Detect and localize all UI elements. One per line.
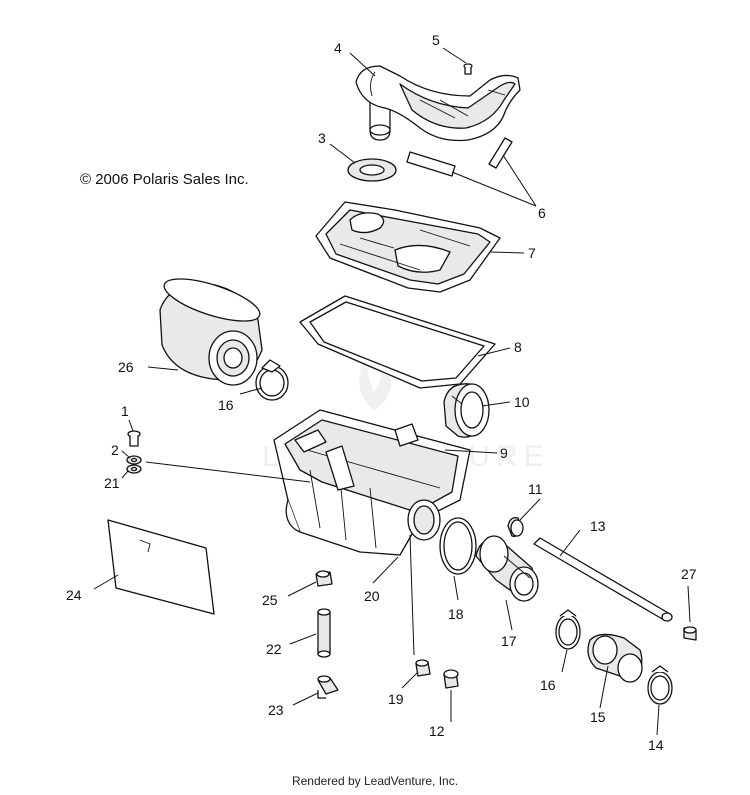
- part-outlet-boot[interactable]: [475, 535, 539, 602]
- part-airbox-cover[interactable]: [315, 201, 501, 293]
- callout-15: 15: [590, 709, 606, 725]
- callout-16-upper: 16: [218, 397, 234, 413]
- part-seal-ring[interactable]: [347, 158, 397, 182]
- part-heat-shield[interactable]: [107, 519, 215, 615]
- part-boot[interactable]: [587, 633, 643, 683]
- part-washer-2[interactable]: [126, 455, 142, 465]
- part-intake-duct[interactable]: [355, 65, 521, 142]
- footer-credit: Rendered by LeadVenture, Inc.: [291, 774, 459, 788]
- part-foam-strips[interactable]: [406, 137, 513, 177]
- callout-22: 22: [266, 641, 282, 657]
- part-grommet-11[interactable]: [507, 517, 524, 538]
- callout-labels: 4 5 3 6 7 8 10 9 11 13 27 26 16 1 2 21 2…: [66, 32, 697, 753]
- callout-13: 13: [590, 518, 606, 534]
- callout-4: 4: [334, 40, 342, 56]
- callout-20: 20: [364, 588, 380, 604]
- part-screw-5[interactable]: [463, 63, 473, 75]
- part-bushing[interactable]: [443, 669, 459, 689]
- part-clip[interactable]: [315, 570, 333, 587]
- part-cap[interactable]: [683, 626, 697, 641]
- copyright-notice: © 2006 Polaris Sales Inc.: [80, 171, 249, 188]
- callout-18: 18: [448, 606, 464, 622]
- part-drain-hose[interactable]: [317, 608, 331, 658]
- part-o-ring[interactable]: [439, 517, 477, 575]
- callout-9: 9: [500, 445, 508, 461]
- callout-3: 3: [318, 130, 326, 146]
- callout-14: 14: [648, 737, 664, 753]
- callout-2: 2: [111, 442, 119, 458]
- callout-12: 12: [429, 723, 445, 739]
- callout-11: 11: [528, 481, 543, 497]
- part-screw-1[interactable]: [127, 430, 141, 447]
- callout-10: 10: [514, 394, 530, 410]
- part-hose-clamp-lower[interactable]: [555, 609, 581, 650]
- part-hose-clamp-upper[interactable]: [255, 359, 289, 401]
- part-drain-tube[interactable]: [533, 537, 673, 622]
- callout-17: 17: [501, 633, 517, 649]
- callout-7: 7: [528, 245, 536, 261]
- callout-8: 8: [514, 339, 522, 355]
- callout-6: 6: [538, 205, 546, 221]
- leader-lines: [93, 47, 691, 736]
- callout-16-lower: 16: [540, 677, 556, 693]
- part-check-valve[interactable]: [317, 675, 339, 699]
- part-airbox-base[interactable]: [273, 409, 471, 556]
- callout-24: 24: [66, 587, 82, 603]
- callout-19: 19: [388, 691, 404, 707]
- callout-23: 23: [268, 702, 284, 718]
- part-washer-21[interactable]: [126, 464, 142, 474]
- part-hose-clamp-14[interactable]: [647, 665, 673, 705]
- part-outlet-adapter[interactable]: [443, 383, 490, 438]
- part-grommet-19[interactable]: [415, 659, 431, 677]
- part-air-filter[interactable]: [159, 270, 264, 386]
- callout-1: 1: [121, 403, 129, 419]
- part-cover-gasket[interactable]: [299, 295, 496, 389]
- callout-21: 21: [104, 475, 120, 491]
- callout-25: 25: [262, 592, 278, 608]
- callout-27: 27: [681, 566, 697, 582]
- callout-5: 5: [432, 32, 440, 48]
- callout-26: 26: [118, 359, 134, 375]
